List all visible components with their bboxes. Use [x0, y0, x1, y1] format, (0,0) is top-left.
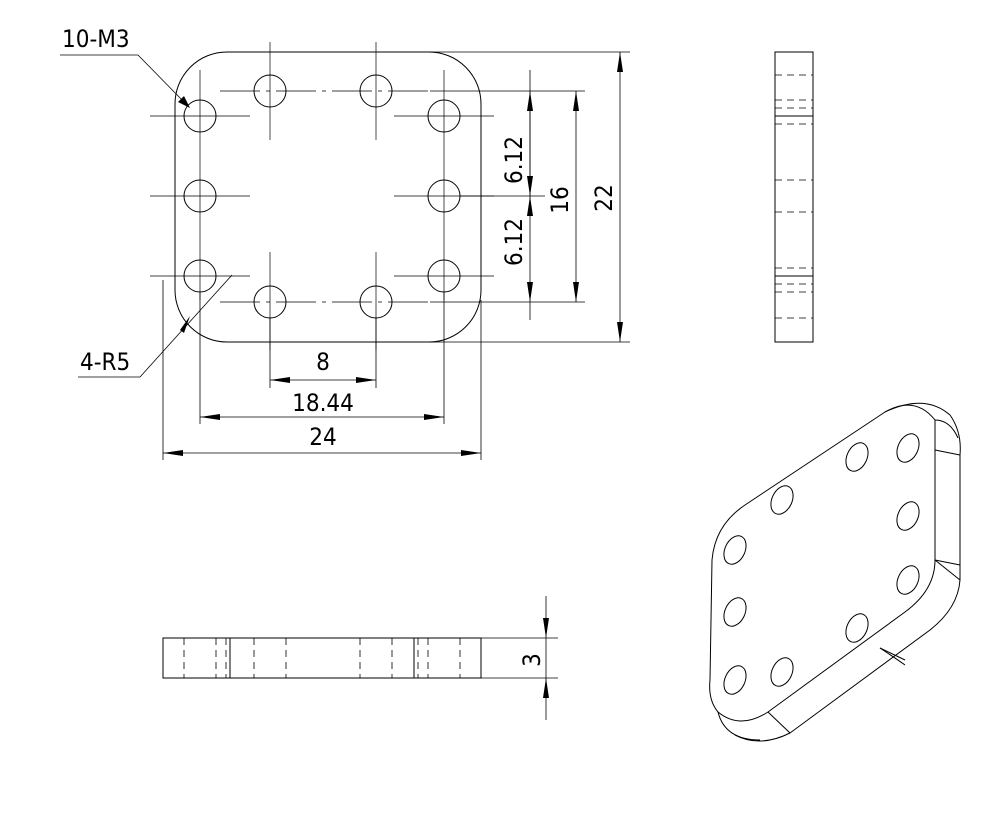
dim-hole-span: 16 [546, 186, 574, 213]
hole-callout-text: 10-M3 [62, 25, 130, 53]
dim-outer-spacing: 18.44 [292, 389, 354, 417]
center-lines [150, 42, 494, 350]
hole-callout-leader: 10-M3 [60, 25, 190, 108]
hole [183, 99, 217, 133]
isometric-view [709, 402, 961, 742]
horizontal-dimensions: 8 18.44 24 [162, 280, 482, 460]
radius-callout-text: 4-R5 [80, 348, 130, 376]
dim-thickness: 3 [518, 653, 546, 667]
dim-overall-height: 22 [590, 184, 618, 211]
radius-callout-leader: 4-R5 [78, 274, 233, 378]
vertical-dimensions: 6.12 6.12 16 22 [430, 51, 630, 343]
front-view: 10-M3 4-R5 8 18.44 [60, 25, 630, 460]
bottom-view: 3 [162, 596, 558, 720]
mounting-holes [183, 74, 461, 319]
hole [183, 179, 217, 213]
dim-offset-top: 6.12 [500, 136, 528, 184]
hole [359, 74, 393, 108]
dim-offset-bottom: 6.12 [500, 218, 528, 266]
hole [427, 99, 461, 133]
dim-inner-spacing: 8 [316, 348, 330, 376]
side-view [774, 51, 814, 343]
plate-outline [174, 51, 482, 343]
dim-overall-width: 24 [309, 423, 336, 451]
hole [253, 74, 287, 108]
